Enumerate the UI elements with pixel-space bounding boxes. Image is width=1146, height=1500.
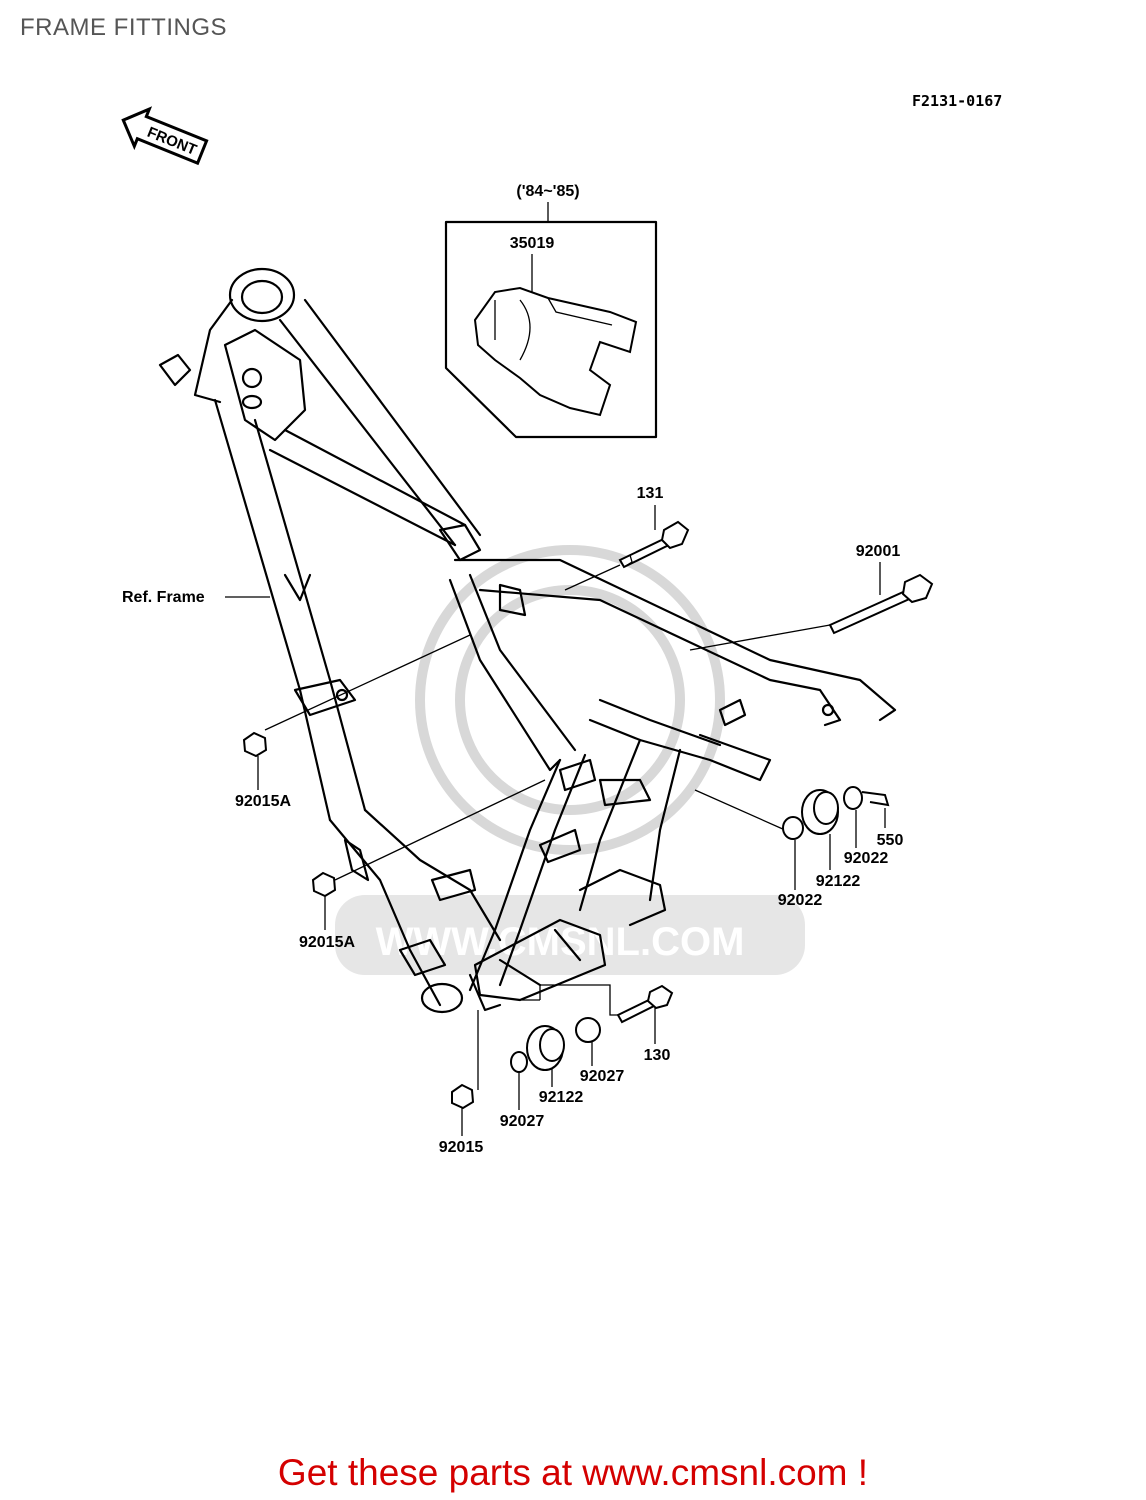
inset-box: ('84~'85) 35019 xyxy=(444,183,658,439)
bottom-mount-fittings: 92027 92122 92027 xyxy=(500,1017,625,1130)
bolt-130: 130 xyxy=(616,984,674,1064)
label-131: 131 xyxy=(637,485,664,502)
nut-92015: 92015 xyxy=(439,1010,484,1156)
bolt-92001: 92001 xyxy=(828,543,934,635)
label-550: 550 xyxy=(877,832,904,849)
parts-diagram: WWW.CMSNL.COM FRONT ('84~'85) 35019 xyxy=(121,106,934,1156)
label-92001: 92001 xyxy=(856,543,901,560)
guard-35019 xyxy=(473,286,638,417)
label-92015a-upper: 92015A xyxy=(235,793,291,810)
footer-link[interactable]: Get these parts at www.cmsnl.com ! xyxy=(277,1452,869,1493)
label-92027-bottom-right: 92027 xyxy=(580,1068,625,1085)
label-92022-right-b: 92022 xyxy=(778,892,823,909)
watermark-text: WWW.CMSNL.COM xyxy=(376,920,745,964)
nut-92015a-lower: 92015A xyxy=(299,871,355,951)
right-mount-fittings: 550 92022 92122 92022 xyxy=(778,786,904,909)
front-arrow-icon: FRONT xyxy=(121,106,209,166)
drawing-code: F2131-0167 xyxy=(912,92,1003,110)
label-92122-right: 92122 xyxy=(816,873,861,890)
leader-lines xyxy=(264,564,831,1016)
label-130: 130 xyxy=(644,1047,671,1064)
label-35019: 35019 xyxy=(510,235,555,252)
bolt-131: 131 xyxy=(618,485,690,569)
inset-years: ('84~'85) xyxy=(516,183,579,200)
label-92015: 92015 xyxy=(439,1139,484,1156)
nut-92015a-upper: 92015A xyxy=(235,731,291,810)
frame-body xyxy=(158,267,897,1014)
label-ref-frame: Ref. Frame xyxy=(122,589,205,606)
page-title: FRAME FITTINGS xyxy=(20,14,227,41)
label-92122-bottom: 92122 xyxy=(539,1089,584,1106)
watermark-logo: WWW.CMSNL.COM xyxy=(335,545,805,975)
label-92022-right-a: 92022 xyxy=(844,850,889,867)
label-92027-bottom-left: 92027 xyxy=(500,1113,545,1130)
label-92015a-lower: 92015A xyxy=(299,934,355,951)
